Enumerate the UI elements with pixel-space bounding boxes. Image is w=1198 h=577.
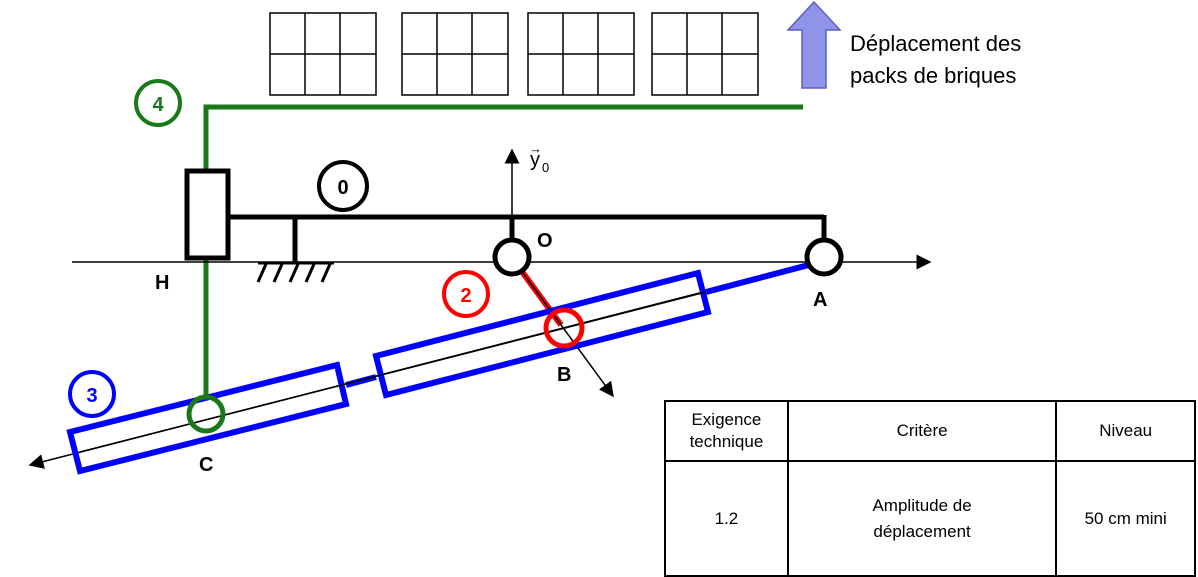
cell-exigence: 1.2 <box>664 460 789 577</box>
y0-axis-label: y <box>530 149 540 171</box>
table-header-row: Exigence technique Critère Niveau <box>664 400 1196 462</box>
displacement-arrow-icon <box>786 0 842 89</box>
joint-C <box>186 394 226 434</box>
brick-pack <box>651 12 759 96</box>
cylinder-rod <box>66 361 350 475</box>
part-3-label-circle <box>68 370 116 418</box>
header-niveau: Niveau <box>1055 400 1196 462</box>
part-0-label: 0 <box>337 177 348 199</box>
point-H-label: H <box>155 272 169 294</box>
brick-pack <box>401 12 509 96</box>
part-2-label-circle <box>442 270 490 318</box>
joint-O <box>492 237 532 277</box>
part-4-label-circle <box>134 79 182 127</box>
table-row: 1.2 Amplitude de déplacement 50 cm mini <box>664 460 1196 577</box>
y0-vector-mark: → <box>529 141 542 156</box>
y0-axis-subscript: 0 <box>542 160 549 175</box>
joint-A <box>804 237 844 277</box>
part-2-label: 2 <box>460 285 471 307</box>
requirements-table: Exigence technique Critère Niveau 1.2 Am… <box>664 400 1196 577</box>
frame-0 <box>184 168 827 262</box>
part-3-cylinder <box>28 259 821 475</box>
part-0-label-circle <box>317 160 369 212</box>
part-4-label: 4 <box>152 94 164 116</box>
cell-critere: Amplitude de déplacement <box>786 460 1058 577</box>
brick-pack <box>269 12 377 96</box>
brick-packs <box>269 12 759 96</box>
legend-line-2: packs de briques <box>850 63 1016 88</box>
point-C-label: C <box>199 454 213 476</box>
point-B-label: B <box>557 364 571 386</box>
point-A-label: A <box>813 289 827 311</box>
legend-line-1: Déplacement des <box>850 31 1021 56</box>
cell-niveau: 50 cm mini <box>1055 460 1196 577</box>
header-critere: Critère <box>786 400 1058 462</box>
part-3-label: 3 <box>86 385 97 407</box>
point-O-label: O <box>537 230 553 252</box>
ground-symbol-icon <box>256 261 334 283</box>
part-4-lifting-bar <box>203 104 803 400</box>
brick-pack <box>527 12 635 96</box>
cylinder-body <box>372 269 712 399</box>
joint-B <box>543 307 585 349</box>
header-exigence: Exigence technique <box>664 400 789 462</box>
